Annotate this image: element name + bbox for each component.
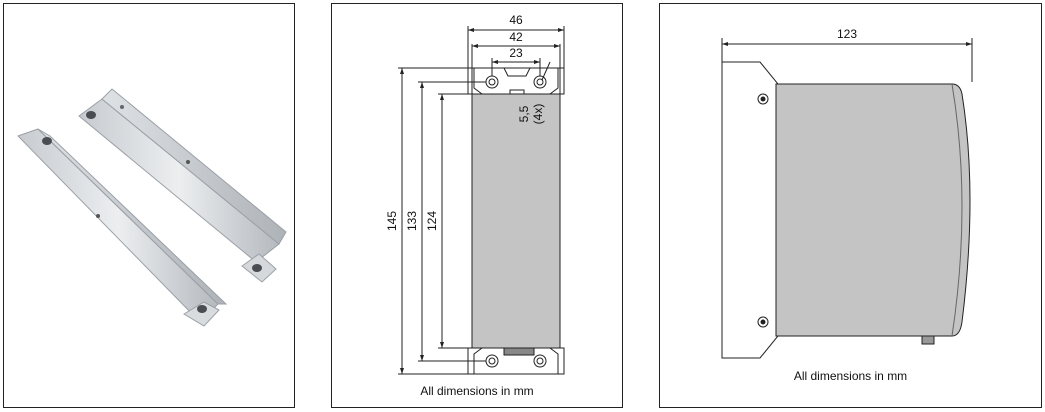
side-housing	[775, 83, 971, 337]
dim-height-outer: 145	[385, 211, 399, 231]
dim-width-outer: 46	[509, 13, 523, 27]
dim-width-inner: 23	[509, 46, 523, 60]
hole-size-label: 5,5	[517, 105, 531, 122]
bracket-photo-panel	[3, 3, 295, 408]
dim-height-inner: 124	[425, 211, 439, 231]
front-view-drawing: 46 42 23 145 133 124 5,5 (4x)	[385, 13, 565, 375]
mounting-brackets-image	[17, 88, 287, 327]
side-drawing-caption: All dimensions in mm	[793, 369, 908, 383]
screw-icons	[757, 93, 769, 328]
side-view-drawing-panel: 123 All dimensions in mm	[659, 3, 1042, 408]
mounting-hole-icons	[485, 75, 547, 368]
side-view-drawing: 123	[721, 27, 973, 359]
connector-nub	[921, 335, 935, 345]
front-view-drawing-panel: 46 42 23 145 133 124 5,5 (4x) All dimens…	[331, 3, 623, 408]
hole-count-label: (4x)	[531, 104, 545, 125]
dim-depth: 123	[837, 27, 857, 41]
front-drawing-caption: All dimensions in mm	[420, 384, 534, 398]
dim-width-mid: 42	[509, 30, 523, 44]
rear-bracket	[78, 88, 287, 283]
front-bracket	[17, 128, 228, 327]
dim-height-mid: 133	[405, 211, 419, 231]
side-flange	[721, 61, 779, 359]
housing-body	[471, 93, 561, 349]
